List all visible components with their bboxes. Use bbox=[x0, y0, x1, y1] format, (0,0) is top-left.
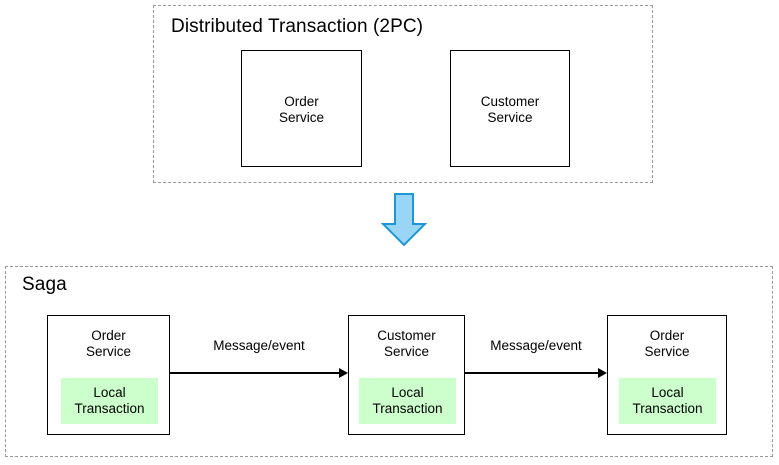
connector-arrow-head-icon bbox=[598, 368, 607, 378]
group-saga bbox=[5, 266, 773, 457]
service-name-line1: Order bbox=[284, 94, 319, 109]
service-name-line2: Service bbox=[644, 344, 690, 359]
service-name-line1: Customer bbox=[480, 94, 540, 109]
connector-arrow-1 bbox=[170, 368, 348, 378]
service-name-line1: Order bbox=[91, 328, 126, 343]
down-arrow-icon bbox=[380, 192, 428, 248]
service-name-line2: Service bbox=[85, 344, 131, 359]
local-transaction-block-2: Local Transaction bbox=[359, 378, 456, 424]
connector-label-message-event-2: Message/event bbox=[490, 338, 582, 353]
service-name-line1: Customer bbox=[377, 328, 436, 343]
group-title-2pc: Distributed Transaction (2PC) bbox=[171, 16, 424, 37]
local-transaction-block-1: Local Transaction bbox=[61, 378, 158, 424]
service-name-line1: Order bbox=[649, 328, 685, 343]
connector-arrow-head-icon bbox=[339, 368, 348, 378]
service-name-line2: Service bbox=[487, 110, 533, 125]
connector-arrow-2 bbox=[465, 368, 607, 378]
connector-arrow-shaft bbox=[170, 372, 339, 374]
group-distributed-transaction-2pc bbox=[153, 5, 653, 183]
group-title-saga: Saga bbox=[22, 274, 67, 295]
connector-label-message-event-1: Message/event bbox=[213, 338, 305, 353]
service-name-line2: Service bbox=[383, 344, 429, 359]
connector-arrow-shaft bbox=[465, 372, 598, 374]
service-name-line2: Service bbox=[278, 110, 324, 125]
local-transaction-block-3: Local Transaction bbox=[619, 378, 716, 424]
